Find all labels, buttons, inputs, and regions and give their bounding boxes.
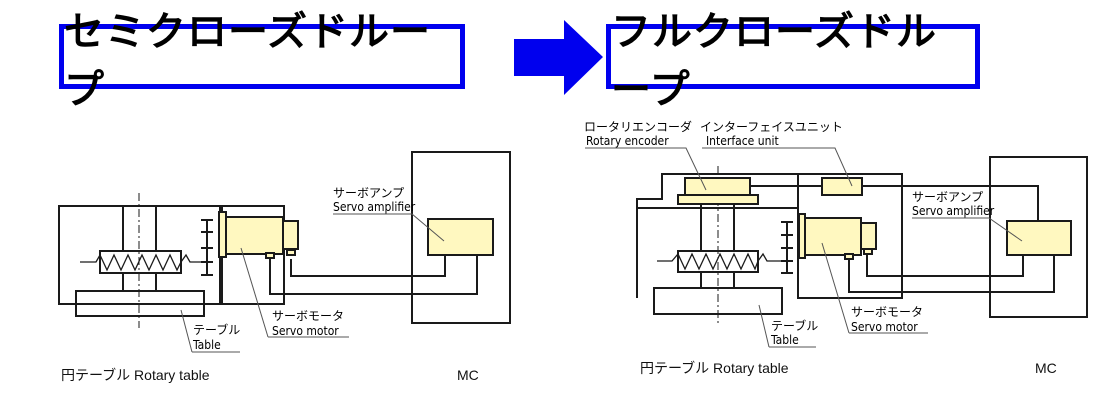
servo-motor-label-jp: サーボモータ xyxy=(851,305,923,319)
servo-motor-label-jp: サーボモータ xyxy=(272,309,344,323)
servo-amplifier-label-en: Servo amplifier xyxy=(333,200,416,214)
semi-closed-loop-title: セミクローズドループ xyxy=(59,9,465,113)
worm-spring xyxy=(657,252,781,271)
worm-spring xyxy=(80,253,201,272)
worm-gear xyxy=(99,250,182,274)
full-closed-loop-title: フルクローズドループ xyxy=(606,9,980,113)
servo-amplifier-label-jp: サーボアンプ xyxy=(333,186,404,200)
servo-motor xyxy=(225,216,284,255)
motor-encoder xyxy=(860,222,877,250)
rotary-table-caption: 円テーブル Rotary table xyxy=(61,367,210,383)
servo-amplifier xyxy=(427,218,494,256)
mc-caption: MC xyxy=(457,367,479,383)
interface-unit xyxy=(821,177,863,196)
semi-closed-loop-title-text: セミクローズドループ xyxy=(64,8,431,113)
right-arrow-icon xyxy=(514,20,603,95)
rotary-encoder-label-jp: ロータリエンコーダ xyxy=(584,119,692,134)
rotary-encoder xyxy=(684,177,751,196)
table-label-jp: テーブル xyxy=(193,322,240,337)
full-closed-loop-title-text: フルクローズドループ xyxy=(611,8,937,113)
servo-motor xyxy=(804,217,862,256)
table-label-en: Table xyxy=(770,333,799,347)
motor-encoder xyxy=(282,220,299,250)
rotary-table-caption: 円テーブル Rotary table xyxy=(640,360,789,376)
servo-motor-label-en: Servo motor xyxy=(272,324,339,338)
servo-amplifier-label-jp: サーボアンプ xyxy=(912,190,983,204)
mc-cabinet xyxy=(989,156,1088,318)
table xyxy=(75,290,205,317)
mc-cabinet xyxy=(411,151,511,324)
rotary-encoder-label-en: Rotary encoder xyxy=(586,134,669,148)
motor-flange xyxy=(218,211,227,258)
servo-amplifier xyxy=(1006,220,1072,256)
interface-unit-label-jp: インターフェイスユニット xyxy=(700,120,843,134)
table-label-jp: テーブル xyxy=(771,318,818,333)
table-label-en: Table xyxy=(192,338,221,352)
rotary-table-housing xyxy=(58,205,223,305)
servo-motor-label-en: Servo motor xyxy=(851,320,918,334)
interface-unit-label-en: Interface unit xyxy=(706,134,779,148)
encoder-base xyxy=(677,194,759,205)
servo-amplifier-label-en: Servo amplifier xyxy=(912,204,995,218)
mc-caption: MC xyxy=(1035,360,1057,376)
semi-closed-diagram xyxy=(58,151,511,324)
